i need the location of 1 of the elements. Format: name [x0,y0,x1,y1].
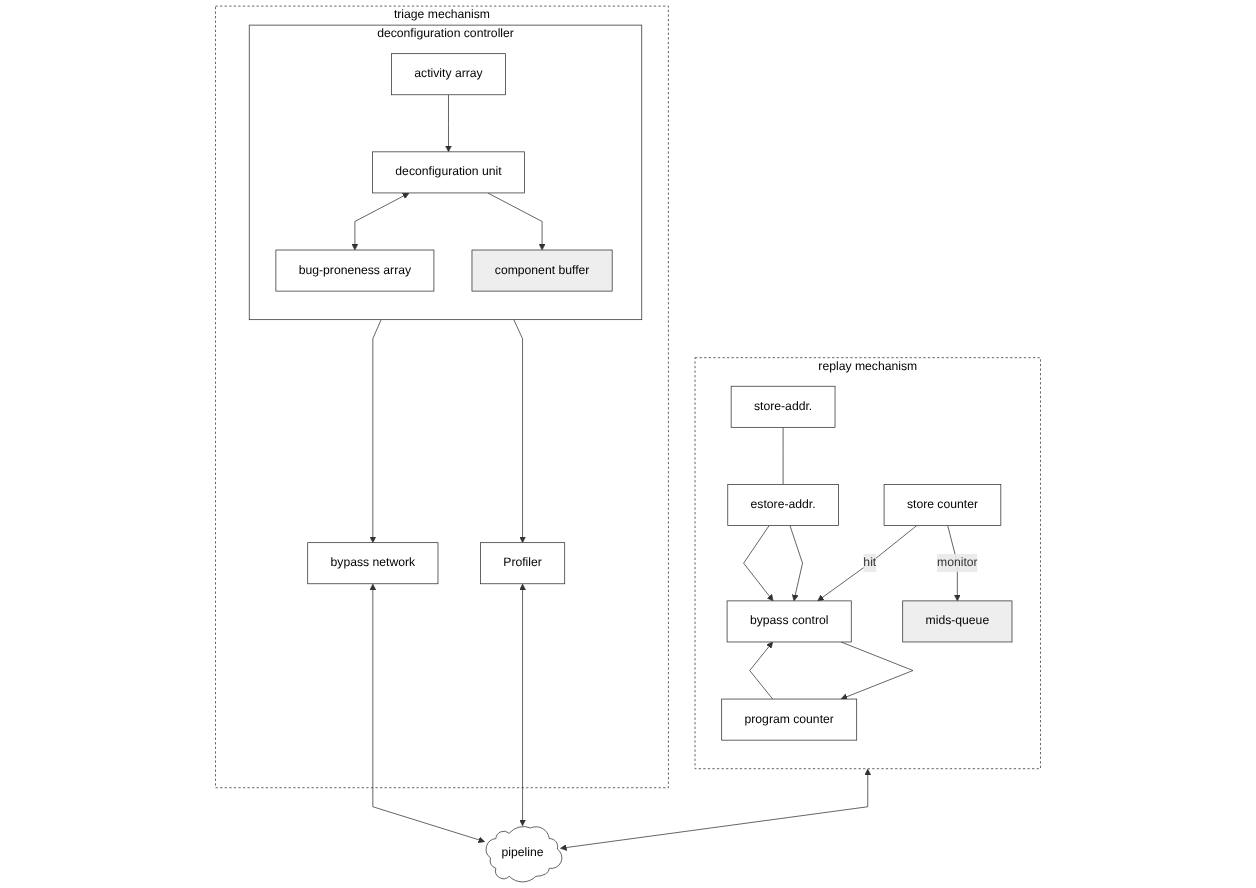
connector [782,426,784,485]
